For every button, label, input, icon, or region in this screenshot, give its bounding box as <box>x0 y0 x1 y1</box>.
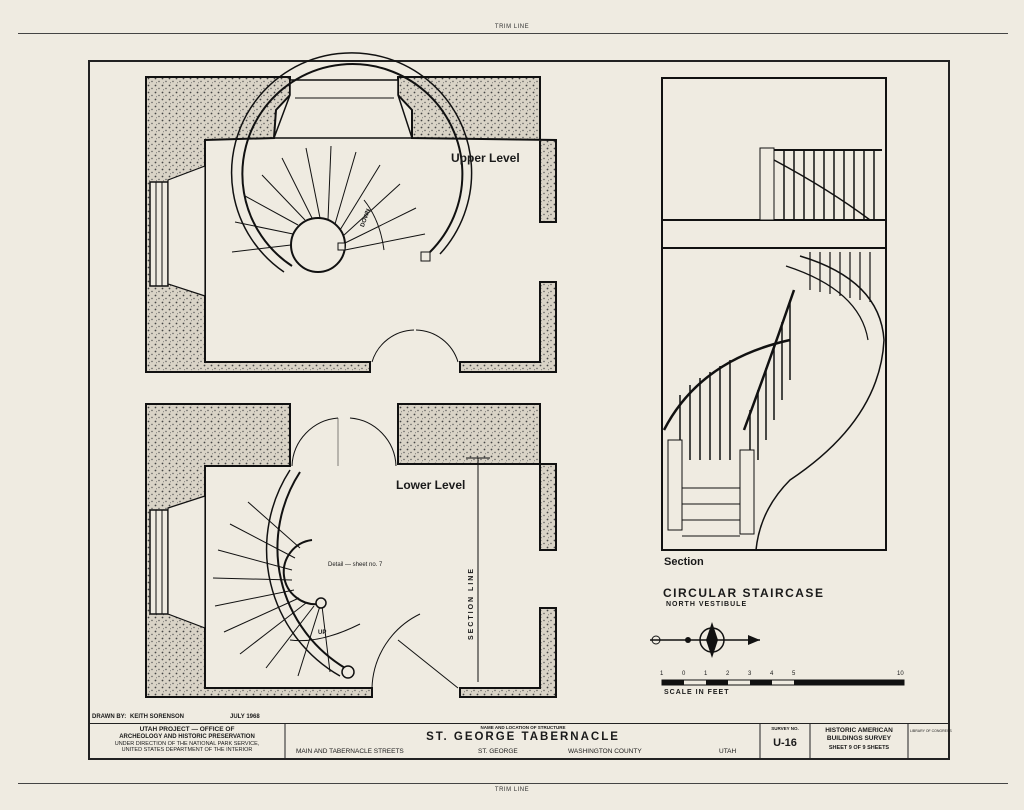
title-block-rules <box>284 723 909 760</box>
lower-level-label: Lower Level <box>396 478 466 492</box>
sheet-number: SHEET 9 OF 9 SHEETS <box>828 745 890 751</box>
scale-tick: 0 <box>682 671 686 677</box>
habs-line-1: HISTORIC AMERICAN <box>825 727 893 734</box>
staircase-subtitle: NORTH VESTIBULE <box>666 601 748 608</box>
trim-line-bottom: TRIM LINE <box>494 787 530 793</box>
scale-tick: 5 <box>792 671 796 677</box>
structure-city: ST. GEORGE <box>478 748 518 755</box>
agency-line-3: UNDER DIRECTION OF THE NATIONAL PARK SER… <box>114 741 260 747</box>
habs-line-2: BUILDINGS SURVEY <box>826 735 892 742</box>
scale-tick: 1 <box>660 671 664 677</box>
section-label: Section <box>664 556 704 568</box>
scale-bar <box>661 679 905 686</box>
north-arrow-icon <box>650 622 760 658</box>
agency-line-1: UTAH PROJECT — OFFICE OF <box>139 726 235 733</box>
scale-tick: 10 <box>897 671 904 677</box>
up-arrow-label: UP <box>318 630 327 636</box>
structure-county: WASHINGTON COUNTY <box>568 748 642 755</box>
scale-tick: 1 <box>704 671 708 677</box>
sheet-border <box>88 60 950 760</box>
structure-name: ST. GEORGE TABERNACLE <box>426 731 620 743</box>
upper-level-label: Upper Level <box>451 151 520 165</box>
trim-line-top: TRIM LINE <box>494 24 530 30</box>
agency-line-2: ARCHEOLOGY AND HISTORIC PRESERVATION <box>119 734 255 740</box>
drawn-by-label: DRAWN BY: <box>92 714 127 720</box>
trim-rule-bottom <box>18 783 1008 784</box>
drawn-by-name: KEITH SORENSON <box>130 714 185 720</box>
survey-no-label: SURVEY NO. <box>771 726 799 731</box>
scale-tick: 2 <box>726 671 730 677</box>
structure-state: UTAH <box>719 748 737 755</box>
section-drawing <box>661 77 887 551</box>
library-stamp: LIBRARY OF CONGRESS <box>910 729 952 733</box>
structure-address: MAIN AND TABERNACLE STREETS <box>296 748 404 755</box>
upper-level-plan <box>145 52 557 373</box>
trim-rule-top <box>18 33 1008 34</box>
lower-level-plan <box>145 403 557 698</box>
scale-label: SCALE IN FEET <box>664 689 730 696</box>
detail-note: Detail — sheet no. 7 <box>328 562 383 568</box>
name-location-label: NAME AND LOCATION OF STRUCTURE <box>480 725 566 730</box>
scale-tick: 3 <box>748 671 752 677</box>
section-line-label: SECTION LINE <box>468 566 475 640</box>
scale-tick: 4 <box>770 671 774 677</box>
agency-line-4: UNITED STATES DEPARTMENT OF THE INTERIOR <box>121 747 253 753</box>
title-block <box>88 723 950 760</box>
survey-number: U-16 <box>773 737 797 749</box>
drawn-date: JULY 1968 <box>230 714 260 720</box>
staircase-title: CIRCULAR STAIRCASE <box>663 586 825 600</box>
